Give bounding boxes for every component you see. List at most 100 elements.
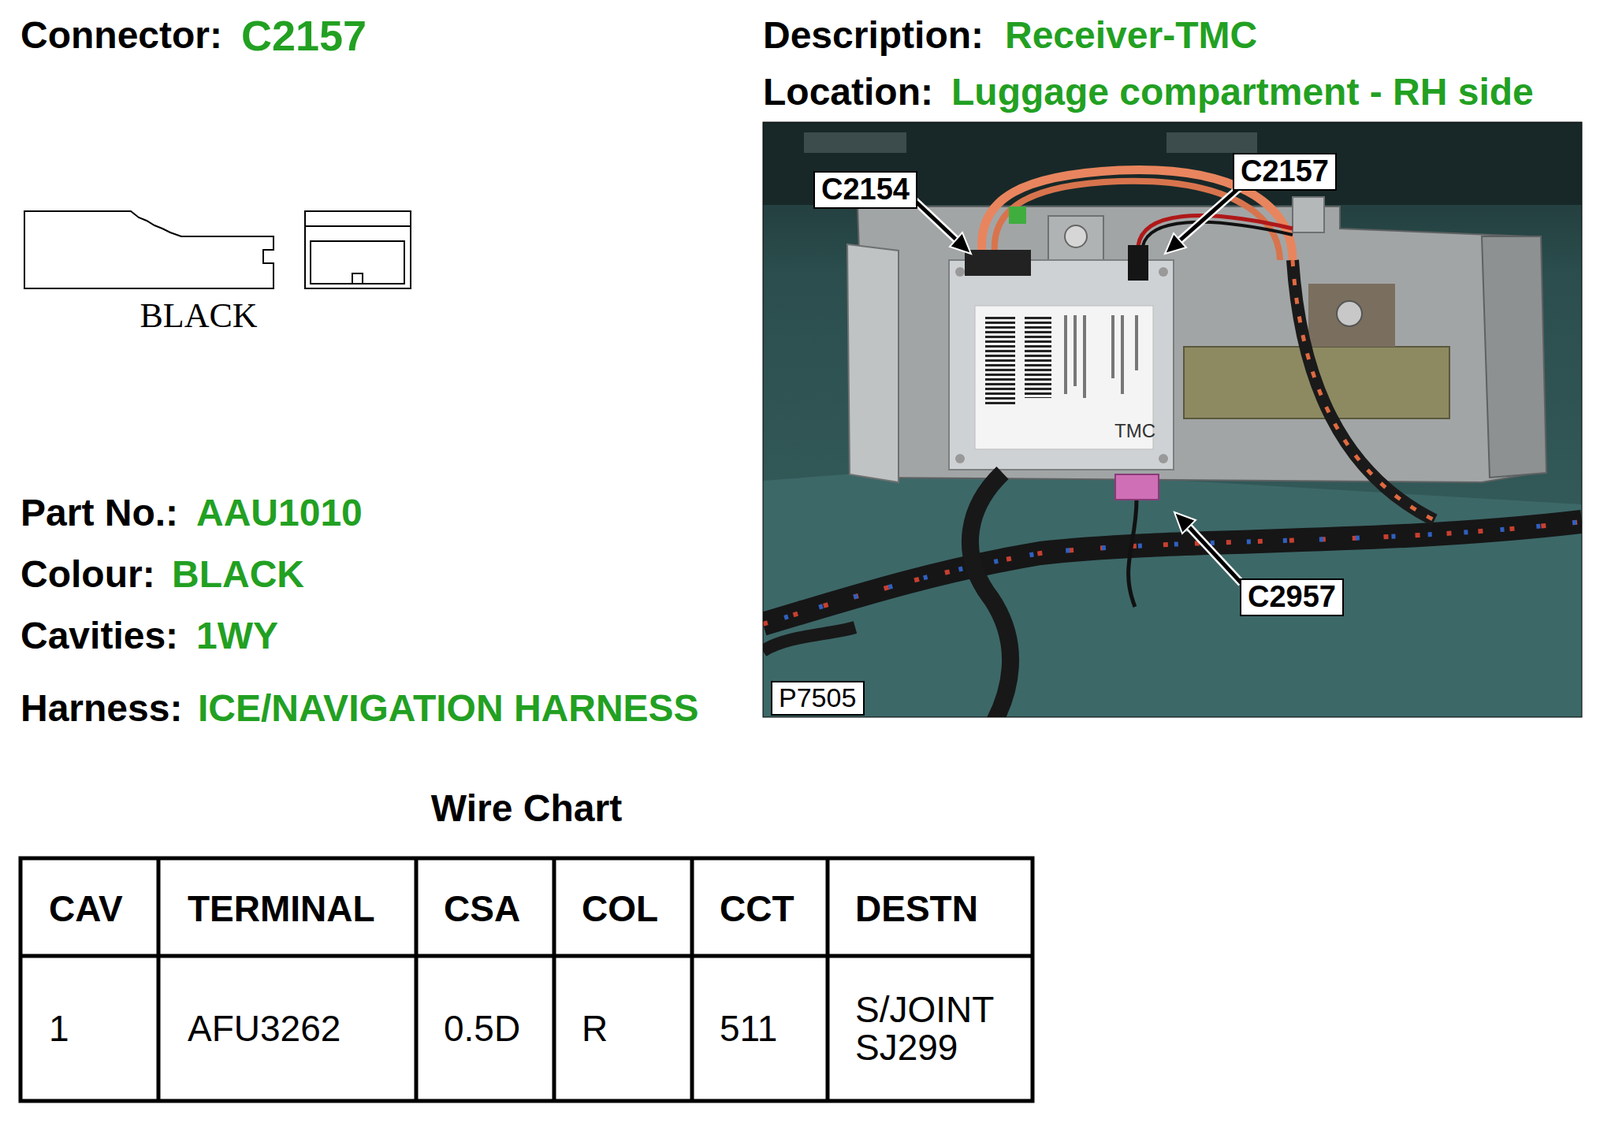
table-header: TERMINAL [187, 889, 376, 928]
field-name: Description: [762, 15, 984, 56]
bracket-tab [1048, 215, 1104, 264]
bolt [1336, 301, 1362, 327]
table-rule [20, 954, 1033, 959]
black-wire [1142, 222, 1293, 246]
barcode [985, 315, 1016, 406]
field-value: BLACK [171, 554, 305, 595]
photo-frame [762, 122, 1582, 718]
table-cell: R [581, 1009, 608, 1048]
connector-face-outline [305, 211, 411, 289]
table-header: CAV [48, 889, 123, 928]
cable-stripe [1292, 260, 1435, 521]
arrow-head [949, 232, 972, 254]
table-header: COL [581, 889, 659, 928]
photo-floor [762, 469, 1582, 718]
bracket-plate [857, 206, 1537, 483]
label-print [1064, 315, 1068, 395]
table-rule [552, 858, 557, 1102]
field-value: 1WY [196, 616, 279, 656]
bracket-flange [1481, 236, 1547, 478]
red-wire [1138, 215, 1293, 246]
field-value: Luggage compartment - RH side [951, 72, 1534, 112]
field-name: Harness: [20, 688, 183, 729]
drawing-caption: BLACK [139, 297, 257, 335]
field-value: Receiver-TMC [1004, 15, 1258, 56]
screw [1158, 267, 1169, 277]
label-print [1120, 315, 1124, 395]
cable-tape [1008, 206, 1027, 224]
connector-id: C2157 [241, 13, 367, 59]
table-rule [690, 858, 695, 1102]
leader-line [1188, 526, 1242, 584]
arrow-head [1164, 233, 1187, 254]
connector-drawing [24, 211, 411, 289]
table-cell: S/JOINT SJ299 [855, 990, 1025, 1068]
arrow-head [1174, 512, 1196, 534]
black-wire [1128, 499, 1137, 607]
bracket-tab [1292, 197, 1325, 233]
field-value: AAU1010 [196, 493, 363, 533]
bracket-flange [847, 244, 899, 483]
field-name: Connector: [20, 15, 223, 56]
callout-number: P7505 [778, 684, 857, 713]
field-value: ICE/NAVIGATION HARNESS [197, 688, 700, 729]
connector-side-outline [24, 211, 274, 289]
connector-face-line [305, 225, 411, 227]
label-print [1111, 315, 1115, 379]
photo-vent [803, 132, 907, 153]
table-header: CCT [719, 889, 795, 928]
connector-cavity [310, 241, 405, 284]
table-rule [156, 858, 161, 1102]
table-cell: 1 [48, 1009, 70, 1048]
leader-line [914, 200, 957, 240]
table-title: Wire Chart [431, 788, 622, 829]
tmc-module [948, 260, 1174, 470]
leader-halo [914, 200, 957, 240]
wiring-harness [762, 521, 1582, 625]
table-border [20, 858, 1033, 1102]
leader-halo [1188, 526, 1242, 584]
field-name: Colour: [20, 554, 156, 595]
table-cell: 511 [719, 1009, 778, 1048]
callout-box: P7505 [770, 680, 865, 716]
table-rule [826, 858, 830, 1102]
module-print: TMC [1114, 420, 1156, 441]
table-header: CSA [443, 889, 521, 928]
field-name: Part No.: [20, 493, 179, 533]
wire-chart-grid [20, 858, 1033, 1102]
callout-arrows [914, 186, 1242, 584]
callout-box: C2957 [1239, 578, 1344, 617]
location-photo [762, 122, 1582, 718]
callout-box: C2154 [813, 171, 918, 209]
harness-stripe [762, 521, 1582, 625]
leader-halo [1179, 186, 1242, 241]
field-name: Location: [762, 72, 934, 112]
screw [955, 453, 965, 464]
screw [955, 267, 965, 277]
label-print [1134, 315, 1139, 371]
field-name: Cavities: [20, 616, 179, 656]
callout-number: C2157 [1240, 156, 1329, 188]
bracket-patch [1308, 283, 1396, 347]
label-print [1073, 315, 1077, 387]
leader-line [1179, 186, 1242, 241]
connector-key [352, 273, 363, 284]
bolt [1064, 225, 1087, 248]
table-cell: AFU3262 [187, 1009, 341, 1048]
photo-background [762, 122, 1582, 718]
table-cell: 0.5D [443, 1009, 521, 1048]
braided-cable [1292, 260, 1435, 521]
barcode [1024, 315, 1052, 399]
callout-number: C2957 [1247, 581, 1336, 614]
photo-top-shadow [762, 122, 1582, 205]
callout-number: C2154 [821, 174, 910, 206]
screw [1158, 453, 1169, 464]
plug-c2157 [1127, 245, 1149, 281]
label-print [1082, 315, 1087, 399]
table-header: DESTN [855, 889, 979, 928]
plug-c2154 [964, 249, 1031, 276]
harness-stripe [762, 521, 1582, 625]
wiring-harness [762, 627, 856, 652]
wiring-harness [970, 472, 1011, 718]
